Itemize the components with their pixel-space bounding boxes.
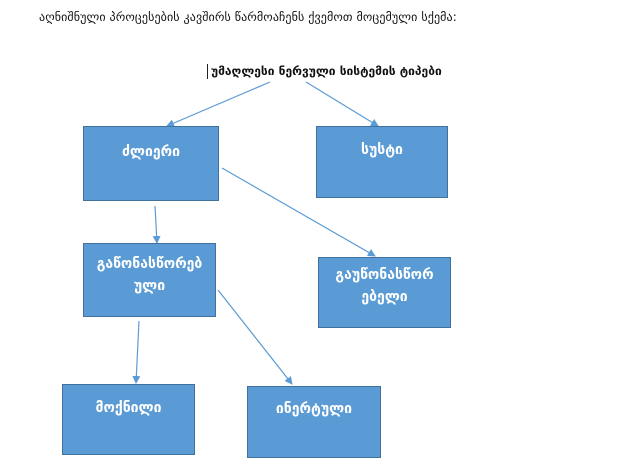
arrow-balanced-to-flexible bbox=[132, 320, 141, 384]
node-weak: სუსტი bbox=[316, 126, 448, 198]
arrow-root-to-strong bbox=[166, 81, 271, 127]
diagram-root-title: უმაღლესი ნერვული სისტემის ტიპები bbox=[207, 64, 442, 79]
node-balanced-label-line1: გაწონასწორებ bbox=[96, 256, 203, 272]
node-strong-label: ძლიერი bbox=[121, 144, 181, 160]
arrow-balanced-to-inert bbox=[217, 289, 293, 385]
node-inert-label: ინერტული bbox=[275, 401, 353, 417]
node-flexible-label: მოქნილი bbox=[95, 400, 162, 416]
node-balanced-label-line2: ული bbox=[133, 278, 166, 294]
node-strong: ძლიერი bbox=[83, 126, 219, 201]
intro-text: აღნიშნული პროცესების კავშირს წარმოაჩენს … bbox=[39, 10, 457, 24]
node-flexible: მოქნილი bbox=[62, 384, 195, 455]
node-unbalanced: გაუწონასწორ ებელი bbox=[318, 257, 451, 328]
arrow-root-to-weak bbox=[305, 81, 379, 127]
node-balanced: გაწონასწორებ ული bbox=[83, 243, 216, 317]
node-weak-label: სუსტი bbox=[361, 142, 403, 158]
node-inert: ინერტული bbox=[247, 386, 381, 458]
arrow-strong-to-balanced bbox=[152, 205, 161, 244]
node-unbalanced-label-line1: გაუწონასწორ bbox=[335, 267, 434, 283]
node-unbalanced-label-line2: ებელი bbox=[361, 289, 408, 305]
